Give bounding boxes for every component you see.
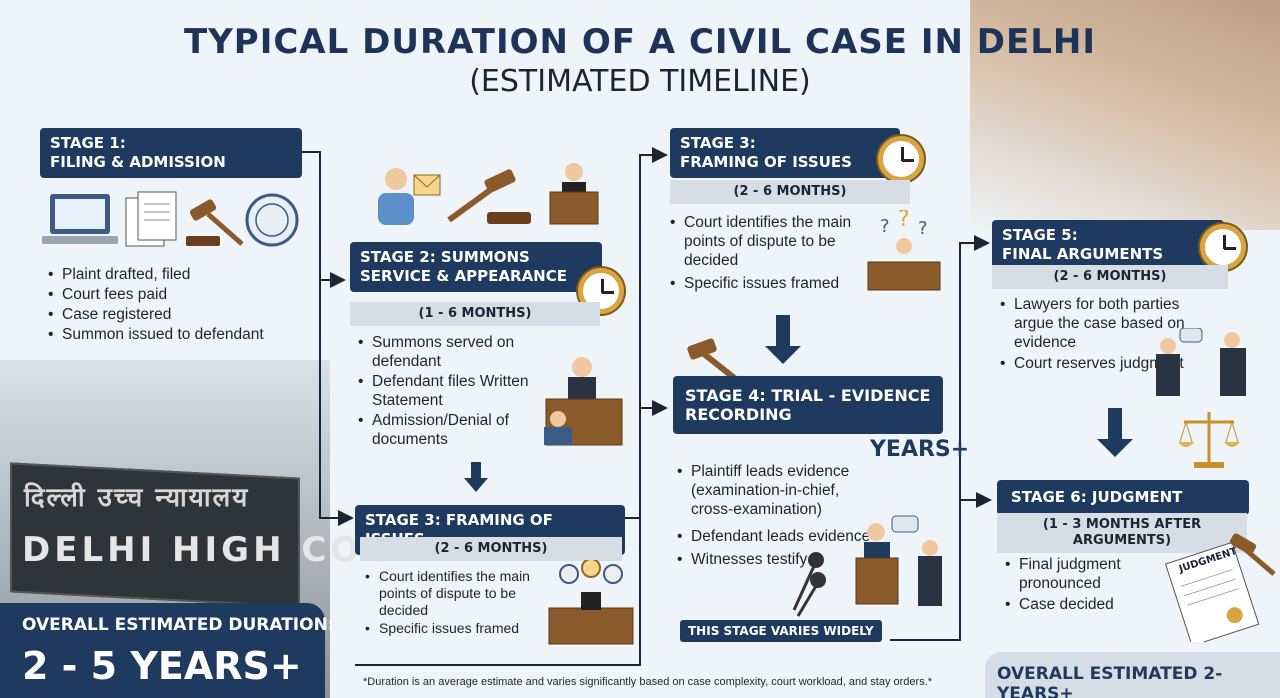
stage3b-bullets: Court identifies the main points of disp… bbox=[670, 213, 880, 294]
seal-icon bbox=[244, 192, 300, 253]
gavel-icon bbox=[180, 196, 246, 257]
overall-duration-value: 2 - 5 YEARS+ bbox=[22, 644, 302, 688]
stage3b-header: STAGE 3: FRAMING OF ISSUES bbox=[670, 128, 900, 178]
stage5-bullets: Lawyers for both parties argue the case … bbox=[1000, 295, 1210, 374]
stage6-header: STAGE 6: JUDGMENT bbox=[997, 480, 1249, 515]
stage1-header: STAGE 1: FILING & ADMISSION bbox=[40, 128, 302, 178]
list-item: Court identifies the main points of disp… bbox=[670, 213, 880, 270]
list-item: Witnesses testify bbox=[677, 550, 877, 569]
footnote: *Duration is an average estimate and var… bbox=[363, 676, 933, 688]
list-item: Final judgment pronounced bbox=[1005, 555, 1165, 593]
down-arrow-icon bbox=[464, 478, 488, 492]
list-item: Specific issues framed bbox=[670, 274, 880, 293]
person-with-envelope-icon bbox=[370, 165, 442, 232]
overall-duration-panel bbox=[0, 603, 325, 698]
svg-text:?: ? bbox=[918, 218, 928, 239]
stage4-note: THIS STAGE VARIES WIDELY bbox=[680, 620, 882, 642]
stage4-years-label: YEARS+ bbox=[870, 437, 970, 462]
clock-icon bbox=[1200, 224, 1246, 270]
svg-text:?: ? bbox=[898, 210, 910, 232]
down-arrow-stem bbox=[776, 315, 790, 347]
list-item: Plaintiff leads evidence (examination-in… bbox=[677, 462, 877, 519]
judge-at-bench-icon bbox=[548, 160, 600, 231]
judgment-document-icon bbox=[1160, 530, 1278, 647]
stage4-bullets: Plaintiff leads evidence (examination-in… bbox=[677, 462, 877, 570]
scales-of-justice-icon bbox=[1176, 408, 1242, 475]
stage6-duration: (1 - 3 MONTHS AFTER ARGUMENTS) bbox=[997, 513, 1247, 553]
clock-icon bbox=[878, 136, 924, 182]
stage5-duration: (2 - 6 MONTHS) bbox=[992, 265, 1228, 289]
courtroom-photo bbox=[970, 0, 1280, 230]
lawyer-at-desk-icon bbox=[540, 355, 626, 452]
svg-text:?: ? bbox=[880, 216, 890, 237]
list-item: Lawyers for both parties argue the case … bbox=[1000, 295, 1210, 352]
list-item: Plaint drafted, filed bbox=[48, 265, 318, 284]
list-item: Case registered bbox=[48, 305, 318, 324]
down-arrow-icon bbox=[765, 346, 801, 364]
stage3a-bullets: Court identifies the main points of disp… bbox=[365, 568, 545, 638]
stage2-bullets: Summons served on defendant Defendant fi… bbox=[358, 333, 548, 450]
down-arrow-icon bbox=[1097, 439, 1133, 457]
down-arrow-stem bbox=[471, 462, 481, 480]
list-item: Court identifies the main points of disp… bbox=[365, 568, 545, 619]
stage4-header: STAGE 4: TRIAL - EVIDENCE RECORDING bbox=[673, 376, 943, 434]
stage3a-duration: (2 - 6 MONTHS) bbox=[360, 537, 622, 561]
down-arrow-stem bbox=[1108, 408, 1122, 440]
list-item: Defendant leads evidence bbox=[677, 527, 877, 546]
page-subtitle: (ESTIMATED TIMELINE) bbox=[469, 64, 811, 99]
stage1-bullets: Plaint drafted, filed Court fees paid Ca… bbox=[48, 265, 318, 345]
list-item: Summon issued to defendant bbox=[48, 325, 318, 344]
court-sign-hindi: दिल्ली उच्च न्यायालय bbox=[24, 483, 250, 513]
stage6-bullets: Final judgment pronounced Case decided bbox=[1005, 555, 1165, 615]
overall-duration-label: OVERALL ESTIMATED DURATION: bbox=[22, 615, 335, 635]
page-title: TYPICAL DURATION OF A CIVIL CASE IN DELH… bbox=[183, 22, 1097, 62]
stage2-duration: (1 - 6 MONTHS) bbox=[350, 302, 600, 326]
court-bench-icon bbox=[545, 558, 635, 651]
list-item: Admission/Denial of documents bbox=[358, 411, 548, 449]
judges-discussing-icon: ??? bbox=[862, 207, 946, 299]
stage3b-duration: (2 - 6 MONTHS) bbox=[670, 180, 910, 204]
documents-icon bbox=[124, 190, 180, 255]
list-item: Court fees paid bbox=[48, 285, 318, 304]
list-item: Specific issues framed bbox=[365, 620, 545, 637]
microphones-icon bbox=[780, 550, 830, 625]
clock-icon bbox=[578, 268, 624, 314]
list-item: Summons served on defendant bbox=[358, 333, 548, 371]
stage5-header: STAGE 5: FINAL ARGUMENTS bbox=[992, 220, 1224, 270]
witness-stand-icon bbox=[852, 514, 948, 613]
gavel-icon bbox=[445, 168, 535, 233]
list-item: Court reserves judgment bbox=[1000, 354, 1210, 373]
overall-estimate-right: OVERALL ESTIMATED 2- YEARS+ bbox=[985, 652, 1280, 698]
stage2-header: STAGE 2: SUMMONS SERVICE & APPEARANCE bbox=[350, 242, 602, 292]
list-item: Case decided bbox=[1005, 595, 1165, 614]
laptop-icon bbox=[42, 192, 118, 255]
list-item: Defendant files Written Statement bbox=[358, 372, 548, 410]
lawyers-arguing-icon bbox=[1150, 327, 1254, 403]
